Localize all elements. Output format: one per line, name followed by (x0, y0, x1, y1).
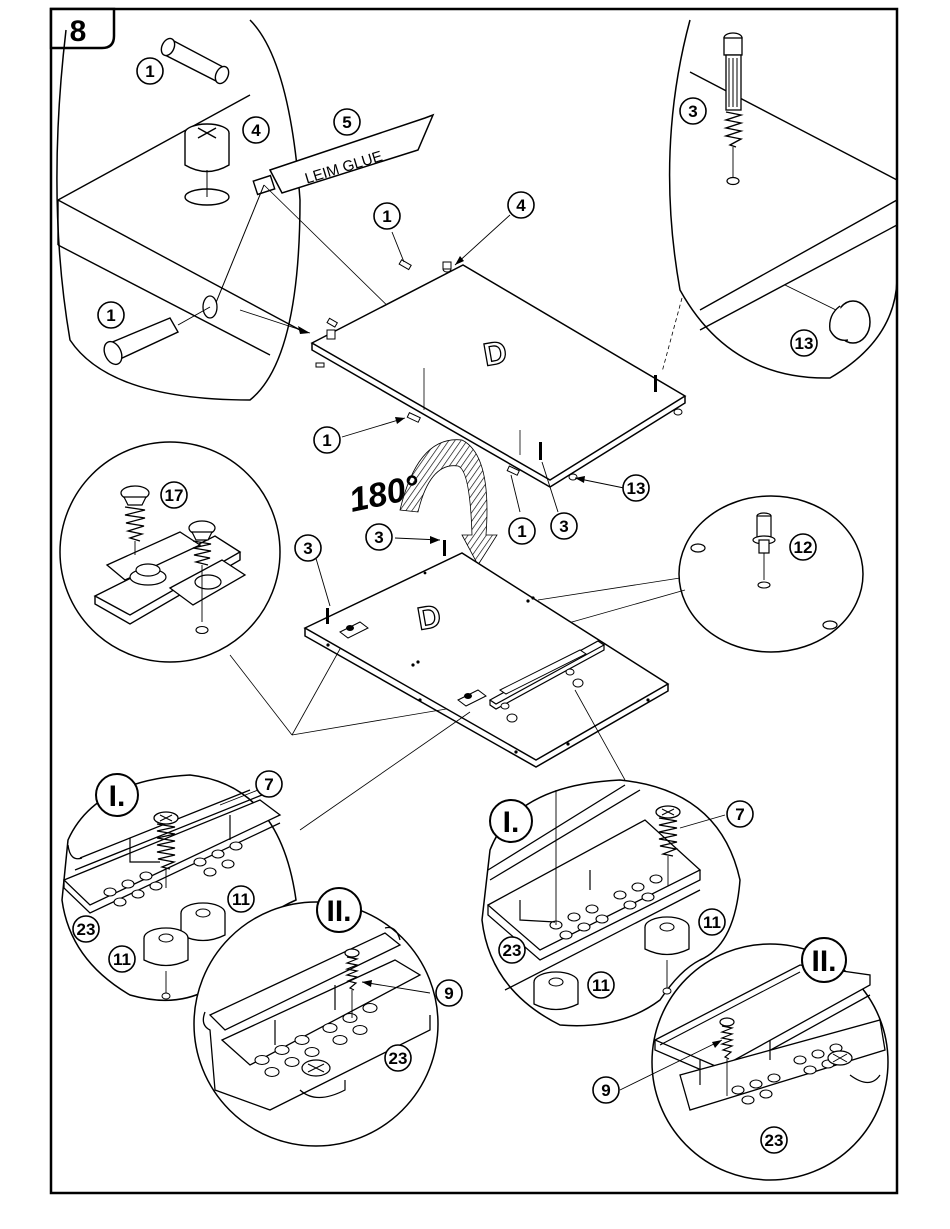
callout-br2-screw: 9 (593, 1077, 619, 1103)
callout-glue: 5 (334, 109, 360, 135)
svg-text:11: 11 (232, 890, 250, 909)
callout-br-runner: 23 (499, 937, 525, 963)
svg-text:3: 3 (559, 517, 568, 536)
svg-text:9: 9 (444, 984, 453, 1003)
callout-peg: 12 (790, 534, 816, 560)
callout-bracket-screw: 17 (161, 482, 187, 508)
svg-text:II.: II. (326, 895, 351, 928)
variant-br-one: I. (490, 800, 532, 842)
svg-text:7: 7 (264, 775, 273, 794)
detail-circle-bottom-left-ii (194, 902, 438, 1146)
svg-text:4: 4 (251, 121, 261, 140)
callout-br-screw: 7 (727, 801, 753, 827)
svg-text:1: 1 (382, 207, 391, 226)
rotation-label: 180° (346, 468, 423, 520)
callout-topleft-cam: 4 (243, 117, 269, 143)
svg-text:11: 11 (703, 913, 721, 932)
callout-bl2-runner: 23 (385, 1045, 411, 1071)
step-number: 8 (70, 15, 87, 48)
svg-text:1: 1 (322, 431, 331, 450)
callout-br-spacer-a: 11 (699, 909, 725, 935)
connector-bolt-icon (724, 33, 742, 185)
callout-top-cam: 4 (508, 192, 534, 218)
variant-bl-two: II. (317, 888, 361, 932)
svg-text:I.: I. (109, 780, 126, 813)
svg-text:1: 1 (106, 306, 115, 325)
svg-text:23: 23 (389, 1049, 408, 1068)
callout-bl2-screw: 9 (436, 980, 462, 1006)
svg-text:1: 1 (517, 522, 526, 541)
svg-text:1: 1 (145, 62, 154, 81)
svg-text:23: 23 (503, 941, 522, 960)
callout-br-spacer-b: 11 (588, 972, 614, 998)
step-badge: 8 (51, 9, 114, 48)
shelf-peg-icon (753, 513, 775, 588)
variant-br-two: II. (802, 938, 846, 982)
callout-topright-bolt: 3 (680, 98, 706, 124)
callout-bl-screw: 7 (256, 771, 282, 797)
svg-text:5: 5 (342, 113, 351, 132)
svg-text:7: 7 (735, 805, 744, 824)
callout-lower-bolt-mid: 3 (366, 524, 392, 550)
svg-text:9: 9 (601, 1081, 610, 1100)
callout-bl-spacer-a: 11 (228, 886, 254, 912)
screw-icon (121, 486, 149, 555)
callout-bottom-bolt: 3 (551, 513, 577, 539)
callout-bl-spacer-b: 11 (109, 946, 135, 972)
callout-left-pin: 1 (314, 427, 340, 453)
svg-text:17: 17 (165, 486, 184, 505)
callout-topright-cap: 13 (791, 330, 817, 356)
svg-text:23: 23 (765, 1131, 784, 1150)
dowel-pin-icon (159, 36, 231, 85)
callout-bl-runner: 23 (73, 916, 99, 942)
svg-text:3: 3 (374, 528, 383, 547)
callout-bottom-pin: 1 (509, 518, 535, 544)
callout-lower-bolt-left: 3 (295, 535, 321, 561)
spacer-icon (534, 972, 578, 1010)
svg-text:11: 11 (592, 976, 610, 995)
svg-text:I.: I. (503, 806, 520, 839)
svg-text:11: 11 (113, 950, 131, 969)
detail-circle-top-right (662, 20, 897, 378)
callout-topleft-pin-lower: 1 (98, 302, 124, 328)
svg-text:II.: II. (811, 945, 836, 978)
callout-top-pin: 1 (374, 203, 400, 229)
panel-d-top: D (312, 215, 685, 512)
svg-text:3: 3 (688, 102, 697, 121)
svg-text:4: 4 (516, 196, 526, 215)
rotate-180-icon: 180° (346, 440, 497, 565)
svg-text:13: 13 (795, 334, 814, 353)
svg-text:13: 13 (627, 479, 646, 498)
svg-text:12: 12 (794, 538, 813, 557)
svg-text:3: 3 (303, 539, 312, 558)
callout-bottom-cap: 13 (623, 475, 649, 501)
variant-bl-one: I. (96, 774, 138, 816)
svg-text:23: 23 (77, 920, 96, 939)
cam-lock-icon (185, 124, 229, 205)
callout-topleft-pin-upper: 1 (137, 58, 163, 84)
callout-br2-runner: 23 (761, 1127, 787, 1153)
